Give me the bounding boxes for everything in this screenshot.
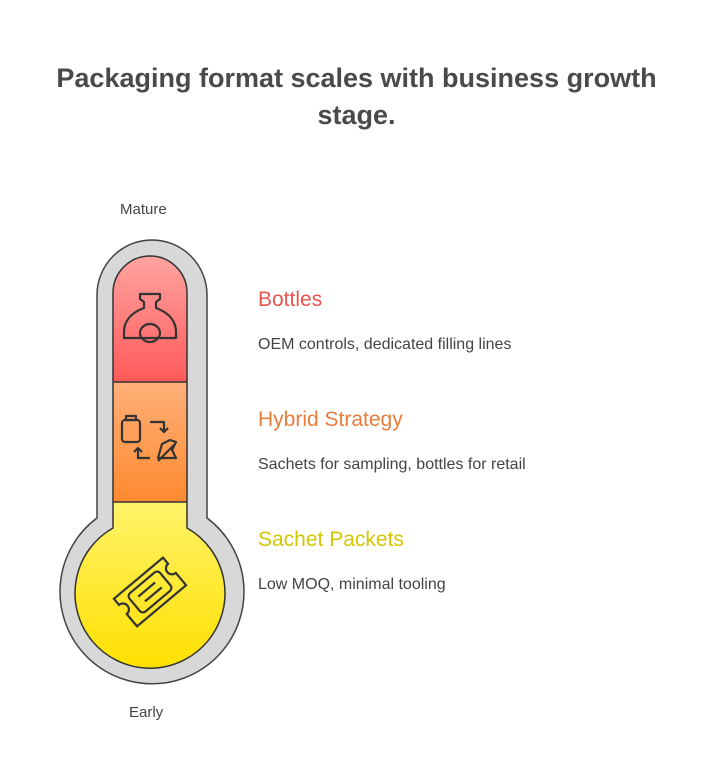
top-label: Mature xyxy=(120,201,167,218)
stage-heading-sachet: Sachet Packets xyxy=(258,528,404,551)
stage-description-bottles: OEM controls, dedicated filling lines xyxy=(258,336,512,353)
stage-heading-bottles: Bottles xyxy=(258,288,323,311)
bottom-label: Early xyxy=(129,704,164,721)
bottle-icon xyxy=(122,292,178,344)
stage-heading-hybrid: Hybrid Strategy xyxy=(258,408,403,431)
segment-sachet xyxy=(74,502,225,669)
segment-bottles xyxy=(113,256,187,382)
stage-description-hybrid: Sachets for sampling, bottles for retail xyxy=(258,456,526,473)
sachet-icon xyxy=(112,556,188,628)
stage-description-sachet: Low MOQ, minimal tooling xyxy=(258,576,446,593)
page-title: Packaging format scales with business gr… xyxy=(56,63,657,130)
swap-cycle-icon xyxy=(120,414,178,462)
